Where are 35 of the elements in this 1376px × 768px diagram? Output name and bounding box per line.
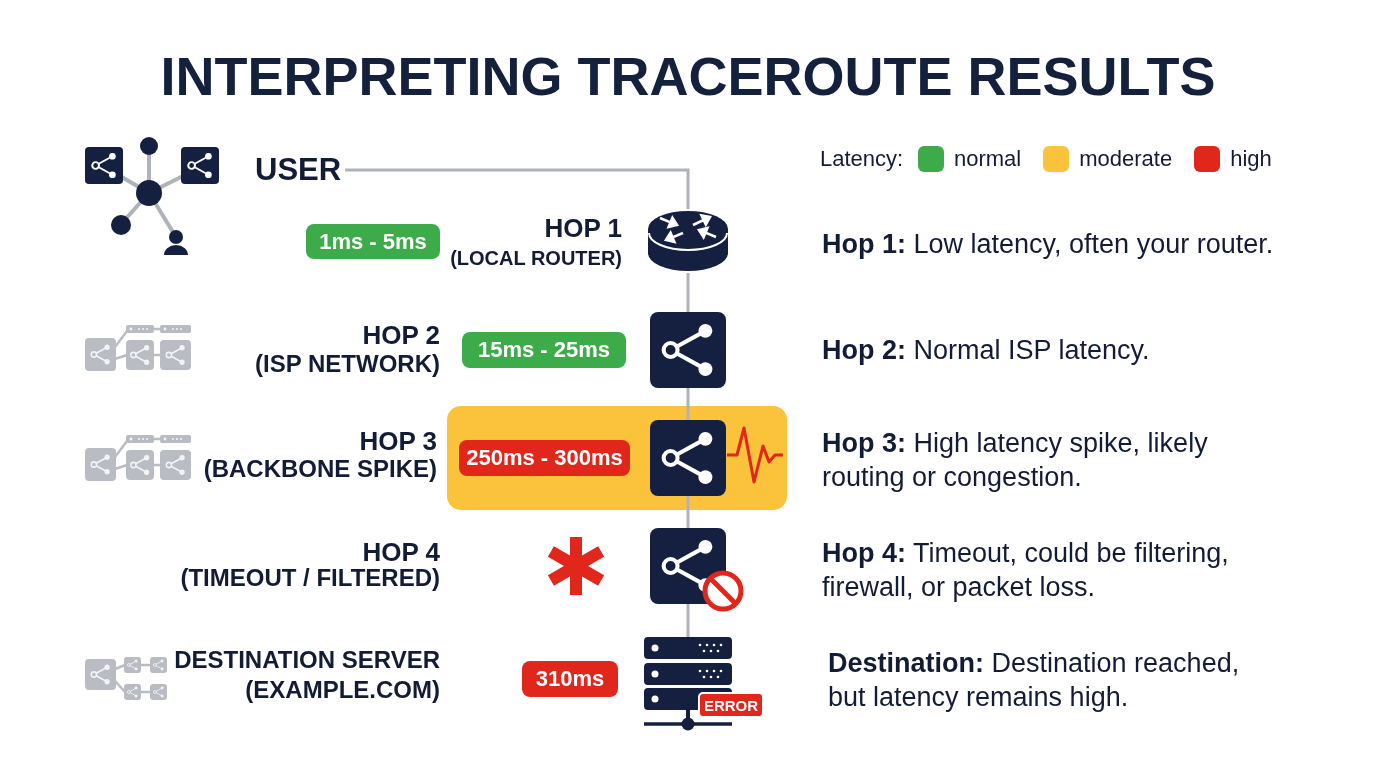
hop-description: Destination: Destination reached, but latency remains high. — [828, 647, 1241, 714]
legend-label: high — [1230, 145, 1272, 173]
connector-line — [345, 168, 690, 209]
highlight-band — [447, 406, 787, 510]
title: INTERPRETING TRACEROUTE RESULTS — [160, 45, 1216, 108]
user-label: USER — [255, 150, 342, 190]
legend-label: normal — [954, 145, 1022, 173]
latency-tag: 310ms — [522, 661, 618, 697]
share-icon — [650, 420, 726, 496]
latency-tag: 1ms - 5ms — [306, 224, 440, 259]
hop-subtitle: (TIMEOUT / FILTERED) — [180, 564, 440, 592]
hop-description: Hop 2: Normal ISP latency. — [822, 334, 1150, 367]
hop-subtitle: (BACKBONE SPIKE) — [203, 455, 437, 483]
router-icon — [646, 209, 730, 273]
hop-title: HOP 3 — [359, 426, 437, 456]
latency-tag: 15ms - 25ms — [462, 332, 626, 368]
hop-description: Hop 3: High latency spike, likely routing or congestion. — [822, 427, 1209, 494]
hop-title: HOP 2 — [362, 320, 440, 350]
hop-description: Hop 4: Timeout, could be filtering, firewall, or packet loss. — [822, 537, 1230, 604]
share-icon — [650, 312, 726, 388]
hop-title: HOP 1 — [544, 213, 622, 243]
error-tag: ERROR — [698, 692, 764, 718]
connector-line — [686, 388, 690, 420]
latency-tag: 250ms - 300ms — [459, 440, 630, 476]
hop-subtitle: (EXAMPLE.COM) — [245, 676, 440, 704]
hop-description: Hop 1: Low latency, often your router. — [822, 228, 1274, 261]
connector-line — [686, 604, 690, 637]
hop-subtitle: (ISP NETWORK) — [255, 350, 440, 378]
hop-title: DESTINATION SERVER — [174, 646, 440, 674]
connector-line — [686, 496, 690, 528]
legend-title: Latency: — [820, 145, 904, 173]
hop-subtitle: (LOCAL ROUTER) — [450, 246, 622, 270]
legend-label: moderate — [1079, 145, 1173, 173]
hop-title: HOP 4 — [362, 537, 440, 567]
connector-line — [686, 273, 690, 312]
